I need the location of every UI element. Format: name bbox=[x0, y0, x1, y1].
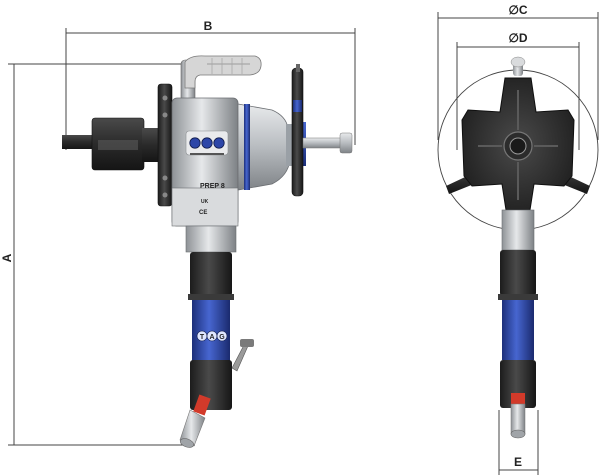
front-view bbox=[437, 56, 599, 439]
motor-body: T A G bbox=[188, 252, 234, 410]
dimension-c bbox=[437, 12, 599, 140]
dimension-d bbox=[456, 42, 580, 150]
ce-mark: CE bbox=[199, 210, 207, 216]
dimension-b bbox=[65, 28, 356, 150]
cutter-disc bbox=[157, 83, 173, 207]
carry-handle bbox=[180, 55, 262, 109]
mandrel-assembly bbox=[62, 117, 164, 171]
throttle-lever bbox=[231, 339, 254, 372]
main-housing: PREP 8 UK CE bbox=[171, 97, 239, 227]
dimension-a bbox=[8, 63, 195, 446]
dimension-e bbox=[498, 410, 539, 475]
side-view: PREP 8 UK CE T bbox=[62, 55, 353, 448]
dimension-e-label: E bbox=[514, 455, 522, 469]
status-dot-right bbox=[213, 137, 225, 149]
air-inlet bbox=[179, 394, 211, 448]
badge-g: G bbox=[219, 334, 225, 341]
model-plate: PREP 8 bbox=[200, 183, 225, 190]
dimension-b-label: B bbox=[204, 19, 213, 33]
status-dot-left bbox=[189, 137, 201, 149]
uk-mark: UK bbox=[201, 199, 209, 205]
badge-a: A bbox=[209, 334, 214, 341]
dimension-a-label: A bbox=[0, 253, 14, 262]
dimension-c-label: ∅C bbox=[508, 3, 527, 17]
status-dot-middle bbox=[201, 137, 213, 149]
dimension-d-label: ∅D bbox=[508, 31, 527, 45]
neck-collar bbox=[185, 225, 237, 253]
badge-t: T bbox=[200, 334, 205, 341]
feed-handle bbox=[291, 64, 353, 197]
